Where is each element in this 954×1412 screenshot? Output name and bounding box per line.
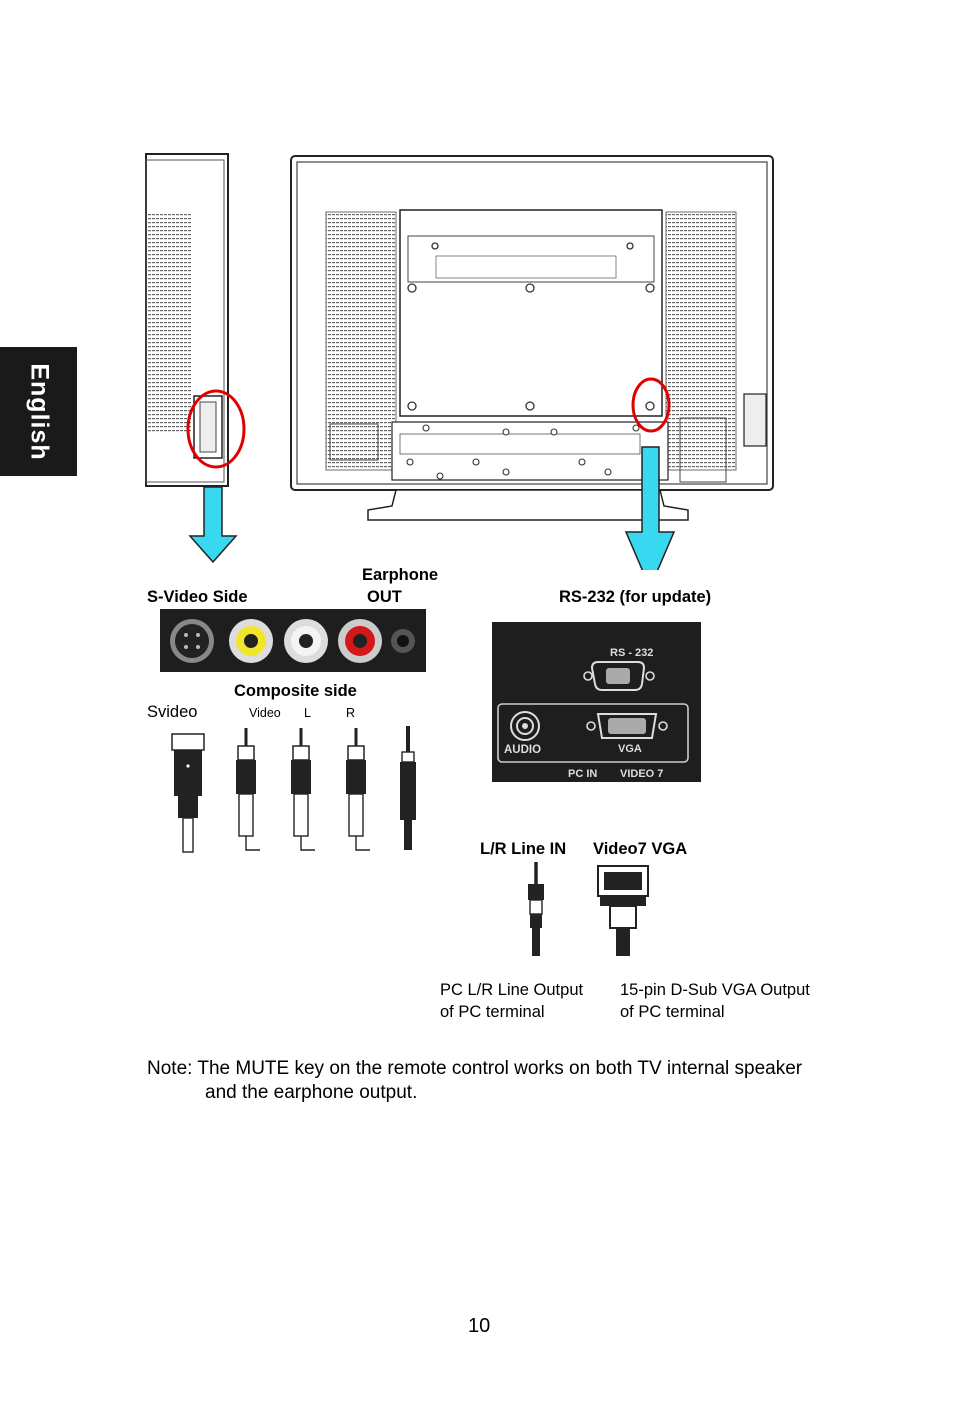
vga-port-icon [586, 713, 668, 739]
svideo-side-label: S-Video Side [147, 588, 248, 606]
note-line-1: Note: The MUTE key on the remote control… [147, 1058, 803, 1079]
audio-l-jack-icon [284, 619, 328, 663]
r-label: R [346, 706, 356, 720]
rear-highlight-circle [631, 377, 671, 433]
stereo-plug-icon [528, 862, 544, 956]
down-arrow-right [624, 446, 676, 570]
earphone-label: Earphone [362, 566, 439, 584]
audio-port-icon [510, 711, 540, 741]
rca-plug-video-icon [236, 728, 260, 851]
tv-rear-illustration [145, 153, 774, 570]
audio-r-jack-icon [338, 619, 382, 663]
vga-plug-icon [597, 865, 649, 956]
down-arrow-left [188, 486, 238, 564]
svideo-label: Svideo [147, 703, 198, 721]
rs232-update-label: RS-232 (for update) [559, 588, 712, 606]
out-label: OUT [367, 588, 402, 606]
pc-lr-output-line2: of PC terminal [440, 1003, 545, 1021]
composite-side-label: Composite side [234, 682, 357, 700]
side-highlight-circle [186, 389, 246, 469]
tv-back-view [290, 155, 774, 521]
earphone-plug-icon [400, 726, 416, 850]
pc-in-label: PC IN [568, 768, 598, 780]
audio-port-label: AUDIO [504, 744, 542, 756]
rca-plug-l-icon [291, 728, 315, 851]
pc-cables-illustration [528, 862, 649, 956]
video-label: Video [249, 706, 281, 720]
rs232-panel: RS - 232 AUDIO VGA PC IN VIDEO 7 [492, 622, 701, 782]
video7-label: VIDEO 7 [620, 768, 664, 780]
language-tab: English [0, 347, 77, 476]
video7-vga-label: Video7 VGA [593, 840, 688, 858]
side-cables-illustration [171, 726, 416, 853]
svideo-jack-icon [170, 619, 214, 663]
video-jack-icon [229, 619, 273, 663]
tv-side-view [145, 153, 246, 487]
rs232-port-icon [583, 661, 655, 691]
vga-port-label: VGA [618, 743, 642, 755]
rs232-port-label: RS - 232 [610, 647, 654, 659]
svideo-plug-icon [171, 733, 205, 853]
l-label: L [304, 706, 311, 720]
pc-lr-output-line1: PC L/R Line Output [440, 981, 584, 999]
side-connector-panel [160, 609, 426, 672]
earphone-jack-icon [391, 629, 415, 653]
rca-plug-r-icon [346, 728, 370, 851]
dsub-output-line2: of PC terminal [620, 1003, 725, 1021]
dsub-output-line1: 15-pin D-Sub VGA Output [620, 981, 810, 999]
note-line-2: and the earphone output. [205, 1082, 418, 1103]
lr-line-in-label: L/R Line IN [480, 840, 567, 858]
page-number: 10 [468, 1315, 491, 1337]
language-label: English [25, 362, 53, 461]
